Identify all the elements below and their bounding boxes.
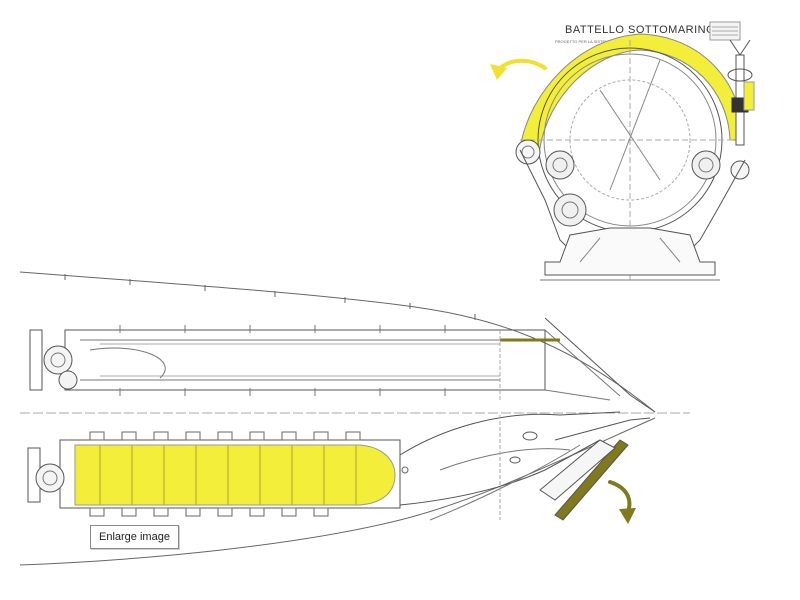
cross-section-view: BATTELLO SOTTOMARINO PROGETTO PER LA SIS… — [515, 21, 755, 281]
casing-highlight — [519, 33, 745, 149]
drawing-title: BATTELLO SOTTOMARINO — [565, 24, 715, 36]
curved-arrow-up-left-icon — [490, 58, 547, 80]
curved-arrow-down-icon — [608, 480, 636, 524]
bow-door-highlight — [554, 439, 629, 521]
torpedo-highlight — [74, 444, 396, 506]
enlarge-image-button[interactable]: Enlarge image — [90, 525, 179, 549]
longitudinal-view — [19, 271, 690, 566]
